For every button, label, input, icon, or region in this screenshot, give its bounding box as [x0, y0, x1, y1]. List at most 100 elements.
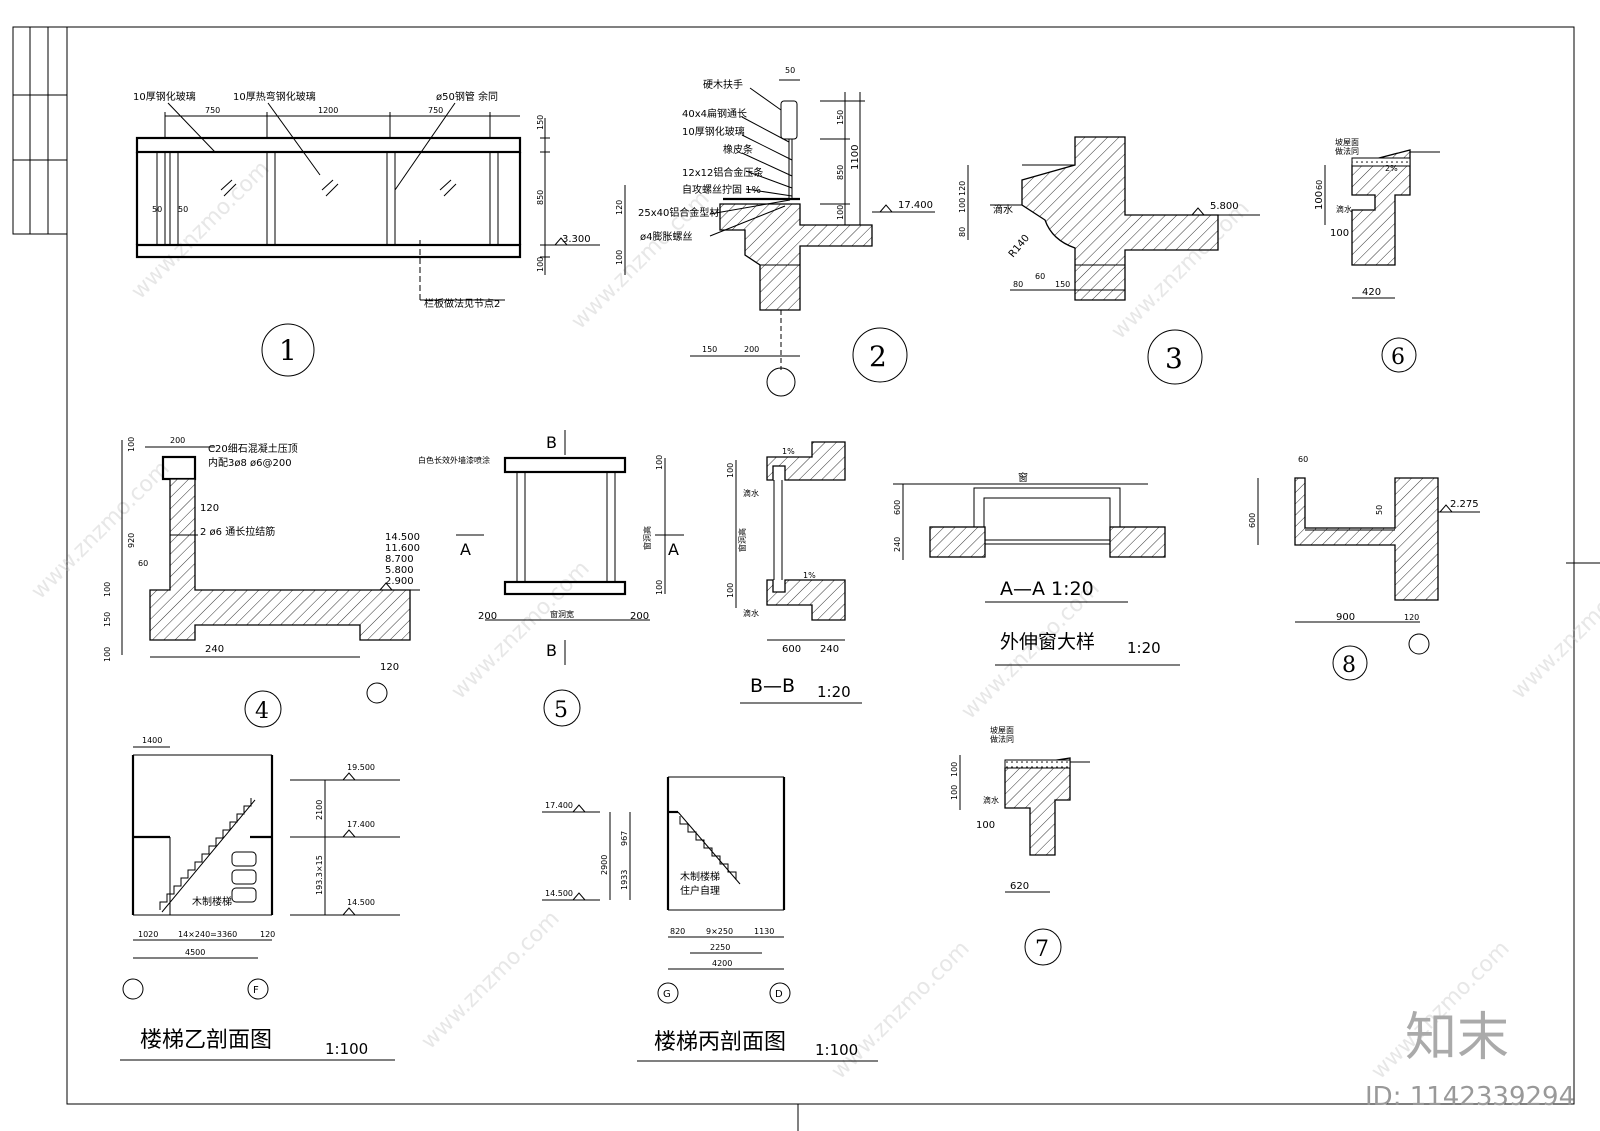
- elev-14500: 14.500: [545, 889, 573, 898]
- axis-bubble-f: [247, 978, 269, 1000]
- label-handrail: 硬木扶手: [703, 78, 743, 91]
- dim-920: 920: [127, 533, 136, 548]
- dim-100: 100: [950, 762, 959, 777]
- dim-820: 820: [670, 927, 685, 936]
- dim-run: 9×250: [706, 927, 733, 936]
- label-pipe: ø50钢管 余同: [436, 90, 498, 103]
- elev-5: 2.900: [385, 576, 414, 587]
- dim-240: 240: [205, 644, 224, 655]
- dim-150: 150: [103, 612, 112, 627]
- dim-60: 60: [1298, 455, 1308, 464]
- dim-1200: 1200: [318, 106, 338, 115]
- detail-number-7: [1024, 928, 1062, 966]
- axis-bubble-d8: [1408, 633, 1430, 655]
- label-window: 窗: [1018, 471, 1028, 484]
- image-id: ID: 1142339294: [1365, 1082, 1575, 1112]
- label-drip1: 滴水: [743, 488, 759, 498]
- stair-b-title: 楼梯乙剖面图: [140, 1028, 272, 1053]
- label-win-height: 窗洞高: [642, 526, 652, 550]
- dim-100b: 100: [655, 580, 664, 595]
- label-slope: 2%: [1385, 164, 1398, 173]
- watermark-1: www.znzmo.com: [127, 156, 275, 304]
- section-a-right: A: [668, 540, 679, 559]
- dim-4200: 4200: [712, 959, 732, 968]
- detail-1-railing-elevation: 750 1200 750 10厚钢化玻璃 10厚热弯钢化玻璃 ø50钢管 余同 …: [133, 90, 600, 377]
- dim-100b: 100: [950, 785, 959, 800]
- dim-420: 420: [1362, 287, 1381, 298]
- brand-logo: 知末: [1405, 1008, 1509, 1068]
- section-b-bottom: B: [546, 641, 557, 660]
- detail-number-1: [261, 323, 315, 377]
- label-glass: 10厚钢化玻璃: [682, 125, 745, 138]
- detail-number-3-text: 3: [1165, 342, 1183, 375]
- dim-120: 120: [260, 930, 275, 939]
- elev-19500: 19.500: [347, 763, 375, 772]
- watermark-7: www.znzmo.com: [1507, 556, 1600, 704]
- dim-600: 600: [782, 644, 801, 655]
- stair-b-scale: 1:100: [325, 1040, 368, 1058]
- detail-number-8: [1332, 645, 1368, 681]
- label-win-width: 窗洞宽: [550, 609, 574, 619]
- stair-c-section: 木制楼梯 住户自理 17.400 14.500 2900 967 1933 82…: [542, 776, 878, 1062]
- stair-c-title: 楼梯丙剖面图: [654, 1030, 786, 1055]
- label-roof: 坡屋面: [1335, 137, 1359, 147]
- axis-bubble-d4: [366, 682, 388, 704]
- aa-scale2: 1:20: [1127, 639, 1161, 657]
- section-b-top: B: [546, 433, 557, 452]
- detail-4-parapet: 200 C20细石混凝土压顶 内配3ø8 ø6@200 120 2 ø6 通长拉…: [103, 436, 420, 728]
- elev-3300: 3.300: [562, 234, 591, 245]
- dim-150: 150: [1055, 280, 1070, 289]
- dim-1020: 1020: [138, 930, 158, 939]
- detail-number-8-text: 8: [1342, 653, 1356, 678]
- elev-17400: 17.400: [347, 820, 375, 829]
- section-a-left: A: [460, 540, 471, 559]
- dim-run: 14×240=3360: [178, 930, 237, 939]
- dim-240: 240: [820, 644, 839, 655]
- label-r140: R140: [1007, 233, 1032, 260]
- stair-c-scale: 1:100: [815, 1041, 858, 1059]
- label-rubber: 橡皮条: [723, 143, 753, 156]
- dim-1100: 1100: [850, 145, 861, 170]
- label-drip: 滴水: [993, 203, 1013, 216]
- dim-150b: 150: [702, 345, 717, 354]
- dim-1933: 193.3×15: [315, 855, 324, 895]
- elev-17400: 17.400: [545, 801, 573, 810]
- bb-title: B—B: [750, 675, 795, 697]
- dim-750a: 750: [205, 106, 220, 115]
- label-glass10bent: 10厚热弯钢化玻璃: [233, 90, 316, 103]
- axis-g: G: [663, 989, 671, 1000]
- elev-1: 14.500: [385, 532, 420, 543]
- dim-120b: 120: [380, 662, 399, 673]
- section-b-b: 1% 1% 滴水 滴水 100 窗洞高 100 600 240 B—B 1:20: [726, 441, 862, 704]
- elev-14500: 14.500: [347, 898, 375, 907]
- label-drip: 滴水: [983, 795, 999, 805]
- dim-200b: 200: [630, 611, 649, 622]
- label-slope1: 1%: [782, 447, 795, 456]
- dim-100: 100: [726, 463, 735, 478]
- dim-2900: 2900: [600, 855, 609, 875]
- label-screw: 自攻螺丝拧固 1%: [682, 183, 761, 196]
- label-win-height: 窗洞高: [737, 528, 747, 552]
- dim-600: 600: [1248, 513, 1257, 528]
- label-clamp: 12x12铝合金压条: [682, 166, 763, 179]
- detail-6-roof-eave: 坡屋面 做法同 2% 滴水 60 100 100 420 6: [1314, 137, 1440, 373]
- dim-100b: 100: [726, 583, 735, 598]
- dim-1933: 1933: [620, 870, 629, 890]
- detail-number-4: [244, 690, 282, 728]
- aa-title2: 外伸窗大样: [1000, 631, 1095, 653]
- dim-2100: 2100: [315, 800, 324, 820]
- dim-80: 80: [958, 227, 967, 237]
- bb-scale: 1:20: [817, 683, 851, 701]
- elev-3: 8.700: [385, 554, 414, 565]
- label-roof2: 做法同: [1335, 146, 1359, 156]
- watermark-9: www.znzmo.com: [827, 936, 975, 1084]
- dim-50: 50: [1375, 505, 1384, 515]
- dim-50a: 50: [152, 205, 162, 214]
- dim-4500: 4500: [185, 948, 205, 957]
- dim-620: 620: [1010, 881, 1029, 892]
- dim-120: 120: [1404, 613, 1419, 622]
- detail-number-4-text: 4: [255, 699, 269, 724]
- dim-100b: 100: [103, 582, 112, 597]
- axis-d: D: [775, 989, 783, 1000]
